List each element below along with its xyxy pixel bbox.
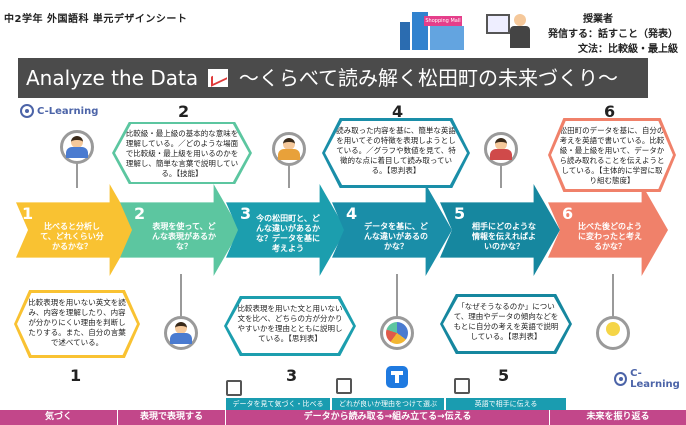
top-number-4: 4: [392, 102, 404, 121]
shopping-mall-sign: Shopping Mall: [424, 16, 462, 26]
step-box-1: 比較表現を用いない英文を読み、内容を理解したり、内容が分かりにくい理由を判断した…: [17, 293, 137, 355]
pin-line-1: [76, 160, 78, 188]
arrow-number-6: 6: [562, 204, 574, 223]
arrow-text-3: 今の松田町と、どんな違いがあるかな？データを基に考えよう: [256, 214, 320, 253]
student-illustration-icon: [62, 136, 92, 158]
presentation-app-icon: [386, 366, 408, 388]
pin-line-6: [612, 274, 614, 316]
arrow-text-5: 相手にどのような情報を伝えればよいのかな？: [472, 222, 536, 251]
students-pair-icon: [486, 138, 516, 160]
arrow-text-6: 比べた後どのように変わったと考えるかな？: [578, 222, 642, 251]
bottom-number-1: 1: [70, 366, 82, 385]
shopping-mall-illustration: Shopping Mall: [400, 6, 466, 52]
teacher-label: 授業者: [583, 14, 613, 25]
pin-line-4: [396, 274, 398, 316]
grammar-line: 文法：比較級・最上級: [578, 44, 678, 55]
presenter-illustration: [486, 10, 532, 50]
step-label-3: 英語で相手に伝える: [446, 398, 566, 410]
step-box-4: 読み取った内容を基に、簡単な英語を用いてその特徴を表現しようとしている。／グラフ…: [325, 121, 467, 185]
bottom-number-5: 5: [498, 366, 510, 385]
idea-bulb-icon: [606, 322, 620, 336]
title-main: Analyze the Data: [26, 66, 199, 90]
course-title: 中2学年 外国語科 単元デザインシート: [4, 14, 188, 25]
pin-line-5: [500, 164, 502, 188]
pin-line-2: [180, 274, 182, 316]
pin-circle-5: [484, 132, 518, 166]
bottom-phase-bar: 気づく 表現で表現する データから読み取る→組み立てる→伝える 未来を振り返る: [0, 410, 686, 425]
step-box-3: 比較表現を用いた文と用いない文を比べ、どちらの方が分かりやすいかを理由とともに説…: [227, 299, 353, 353]
presenter-icon-1: [226, 380, 242, 396]
brand-ring-icon: [20, 104, 34, 118]
arrow-number-1: 1: [22, 204, 34, 223]
phase-analyze: データから読み取る→組み立てる→伝える: [226, 410, 550, 425]
chart-trend-icon: [208, 69, 229, 87]
top-number-6: 6: [604, 102, 616, 121]
step-box-2-inner: 比較級・最上級の基本的な意味を理解している。／どのような場面で比較級・最上級を用…: [115, 124, 249, 182]
phase-express: 表現で表現する: [118, 410, 226, 425]
arrow-text-4: データを基に、どんな違いがあるのかな？: [364, 222, 428, 251]
presenter-icon-3: [454, 378, 470, 394]
brand-name: C-Learning: [630, 368, 680, 390]
arrow-text-1: 比べると分析して、どれくらい分かるかな？: [40, 222, 104, 251]
step-box-5: 「なぜそうなるのか」について、理由やデータの傾向などをもとに自分の考えを英語で説…: [443, 297, 569, 351]
arrow-number-4: 4: [346, 204, 358, 223]
students-group-icon: [166, 322, 196, 344]
top-number-2: 2: [178, 102, 190, 121]
title-sub: 〜くらべて読み解く松田町の未来づくり〜: [238, 66, 619, 90]
step-box-6: 松田町のデータを基に、自分の考えを英語で書いている。比較級・最上級を用いて、デー…: [551, 121, 673, 189]
brand-logo-top: C-Learning: [20, 104, 98, 118]
pin-circle-3: [272, 132, 306, 166]
skill-line: 発信する：話すこと（発表）: [548, 29, 678, 40]
brand-logo-bottom: C-Learning: [614, 368, 686, 390]
arrow-text-2: 表現を使って、どんな表現があるかな？: [152, 222, 216, 251]
title-bar: Analyze the Data 〜くらべて読み解く松田町の未来づくり〜: [18, 58, 648, 98]
brand-ring-icon: [614, 372, 628, 386]
arrow-number-5: 5: [454, 204, 466, 223]
presenter-icon-2: [336, 378, 352, 394]
brand-name: C-Learning: [37, 105, 99, 117]
step-label-1: データを見て気づく・比べる: [226, 398, 330, 410]
pie-chart-icon: [386, 322, 408, 344]
arrow-number-2: 2: [134, 204, 146, 223]
phase-reflect: 未来を振り返る: [586, 412, 650, 422]
pin-line-3: [288, 164, 290, 188]
students-talking-icon: [274, 138, 304, 160]
pin-circle-1: [60, 130, 94, 164]
step-label-2: どれが良いか理由をつけて選ぶ: [332, 398, 444, 410]
arrow-number-3: 3: [240, 204, 252, 223]
bottom-number-3: 3: [286, 366, 298, 385]
phase-notice: 気づく: [0, 410, 118, 425]
header-right: 授業者 発信する：話すこと（発表） 文法：比較級・最上級: [548, 12, 678, 57]
